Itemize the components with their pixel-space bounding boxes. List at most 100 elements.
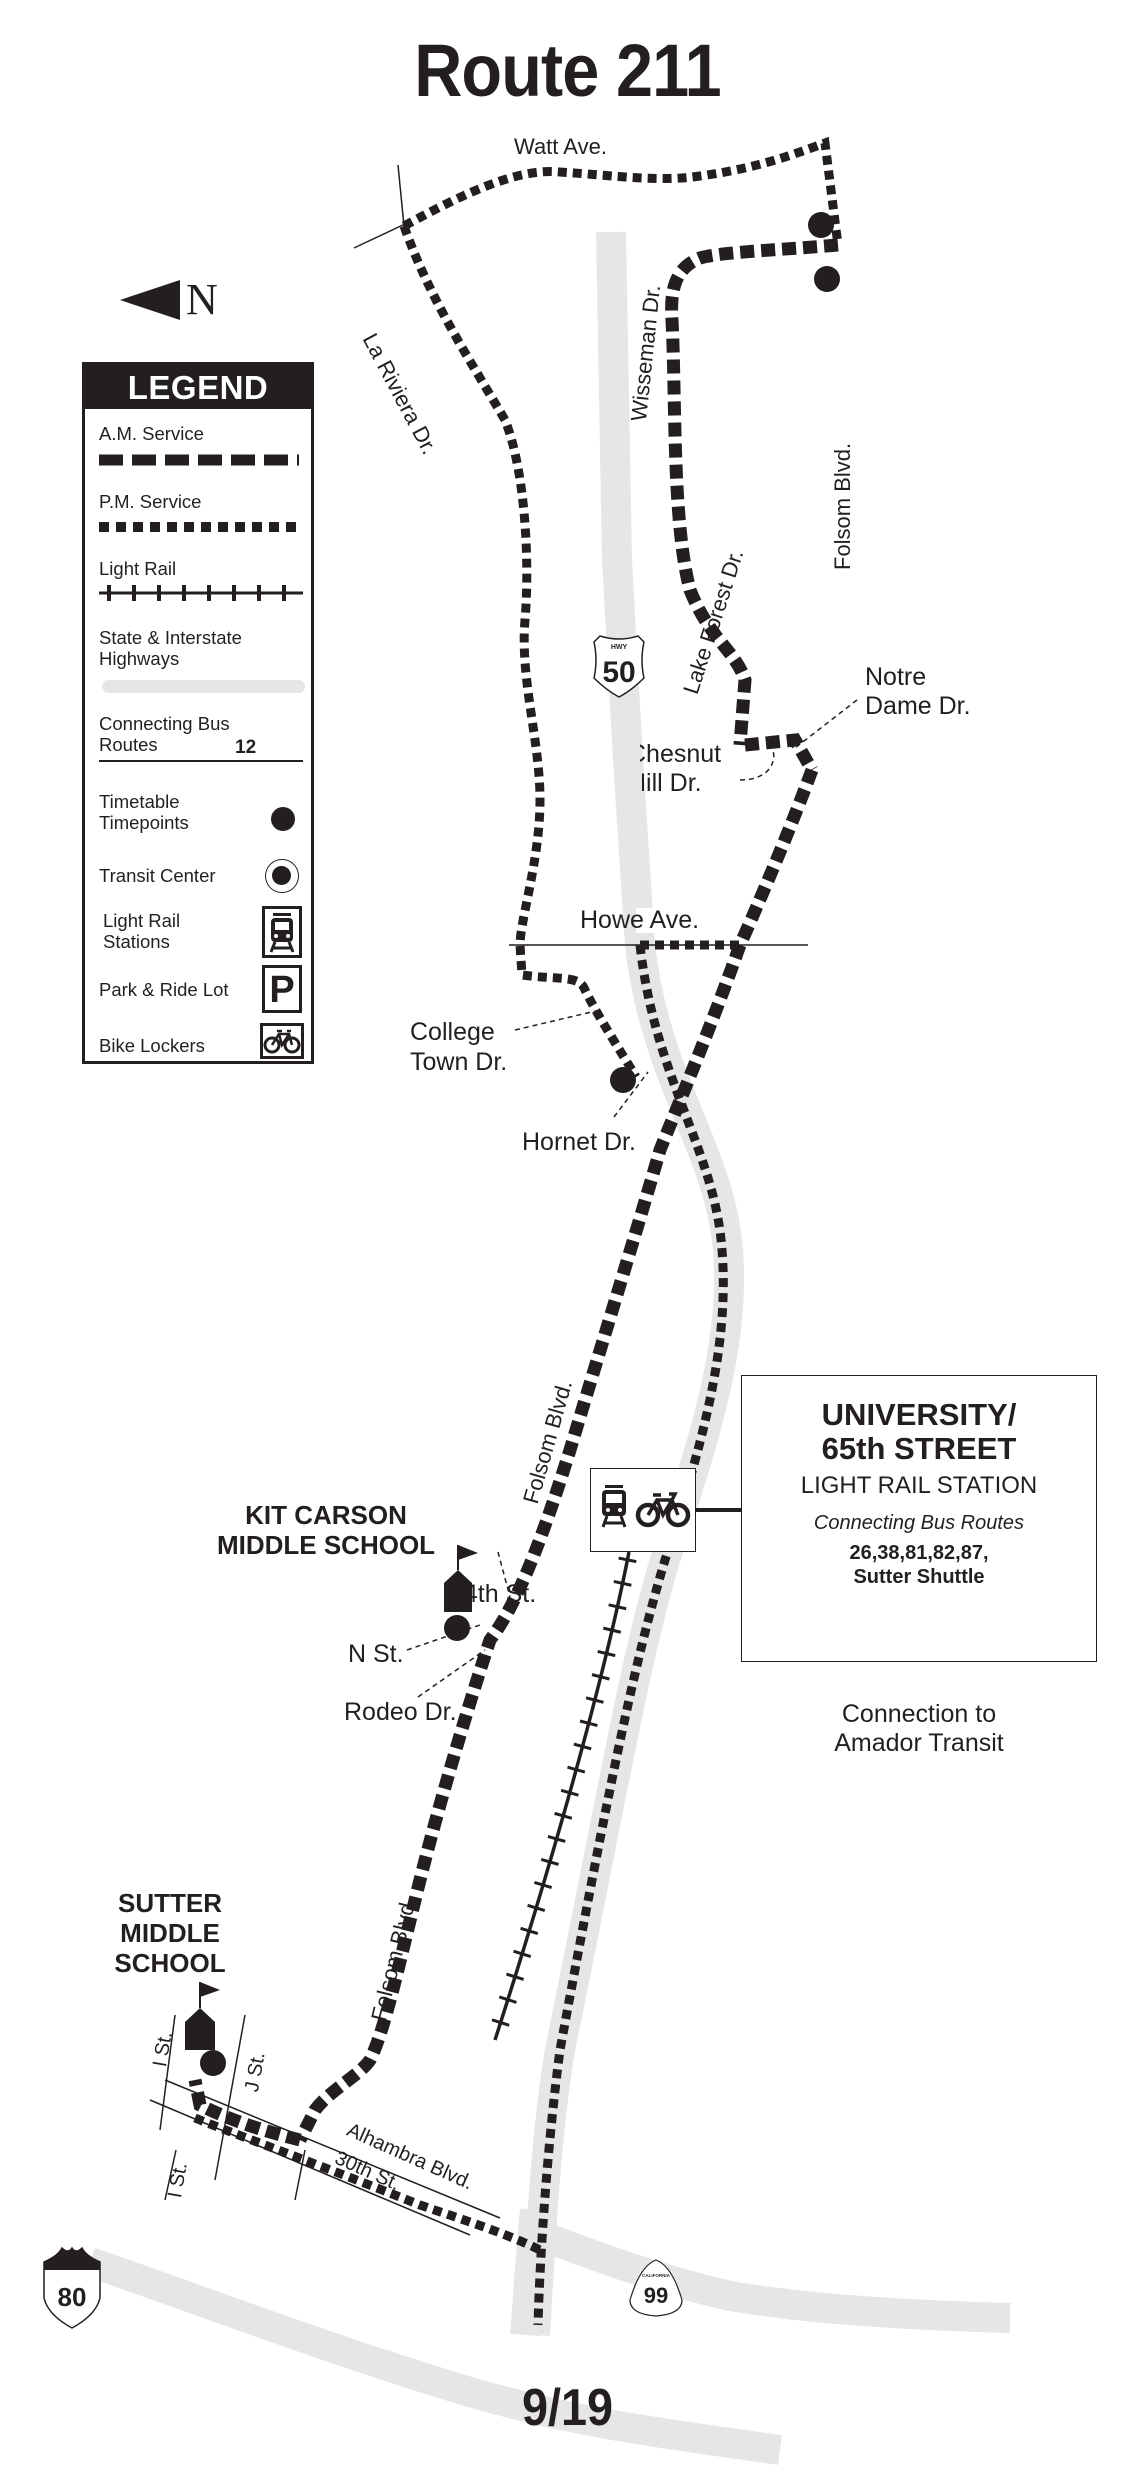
station-info-box: UNIVERSITY/ 65th STREET LIGHT RAIL STATI… bbox=[741, 1375, 1097, 1662]
kit-carson-line-1: KIT CARSON bbox=[245, 1500, 407, 1530]
timepoints bbox=[200, 212, 840, 2076]
label-college-town-2: Town Dr. bbox=[410, 1048, 508, 1076]
timepoint-sutter bbox=[200, 2050, 226, 2076]
timepoint-watt bbox=[808, 212, 834, 238]
north-label: N bbox=[186, 275, 218, 324]
am-service bbox=[188, 238, 839, 2147]
highway-us50 bbox=[520, 231, 745, 2336]
light-rail-tie bbox=[520, 1926, 539, 1935]
street-alhambra bbox=[164, 2079, 501, 2219]
light-rail-tie bbox=[613, 1579, 632, 1587]
station-icons bbox=[590, 1468, 696, 1552]
leader-54th bbox=[497, 1551, 511, 1598]
bike-locker-icon bbox=[260, 1023, 304, 1059]
light-rail-tie bbox=[567, 1765, 586, 1774]
label-sutter-school: SUTTER MIDDLE SCHOOL bbox=[95, 1888, 245, 1978]
street-watt-stub bbox=[353, 223, 406, 249]
label-54th-st: 54th St. bbox=[450, 1580, 537, 1608]
am-route-notre-dame bbox=[744, 733, 818, 774]
label-kit-carson-school: KIT CARSON MIDDLE SCHOOL bbox=[176, 1500, 476, 1560]
transit-center-icon bbox=[265, 859, 299, 893]
page-title: Route 211 bbox=[414, 29, 721, 112]
street-30th bbox=[149, 2099, 471, 2236]
svg-text:80: 80 bbox=[58, 2282, 87, 2312]
kit-carson-line-2: MIDDLE SCHOOL bbox=[216, 1530, 436, 1560]
light-rail-tie bbox=[513, 1949, 532, 1958]
highway-99 bbox=[539, 2222, 1011, 2333]
label-college-town-1: College bbox=[410, 1018, 495, 1046]
light-rail-tie bbox=[602, 1626, 622, 1634]
legend-header: LEGEND bbox=[85, 365, 311, 409]
revision-date: 9/19 bbox=[521, 2379, 614, 2437]
highway-us50-south bbox=[510, 2208, 550, 2337]
connecting-routes-list: 26,38,81,82,87, bbox=[849, 1542, 989, 1564]
street-la-riviera-stub bbox=[397, 164, 405, 227]
light-rail-tie bbox=[533, 1880, 553, 1889]
light-rail-tie bbox=[573, 1742, 592, 1751]
svg-text:HWY: HWY bbox=[611, 644, 628, 651]
light-rail-tie bbox=[597, 1649, 616, 1658]
pm-route-30th bbox=[193, 2113, 543, 2255]
timepoint-folsom-north bbox=[814, 266, 840, 292]
us50-shield: HWY 50 bbox=[593, 635, 645, 698]
station-name-line-1: UNIVERSITY/ bbox=[821, 1397, 1017, 1432]
sutter-line-3: SCHOOL bbox=[114, 1948, 226, 1978]
leader-notre-dame bbox=[794, 699, 858, 749]
light-rail-tie bbox=[554, 1811, 573, 1820]
label-rodeo-dr: Rodeo Dr. bbox=[344, 1698, 457, 1726]
bike-icon bbox=[635, 1492, 691, 1528]
light-rail-station-icon bbox=[262, 906, 302, 958]
legend-item-connecting-routes: Connecting Bus Routes bbox=[99, 713, 230, 755]
light-rail-line-icon bbox=[99, 585, 303, 601]
connecting-routes-label: Connecting Bus Routes bbox=[813, 1512, 1025, 1534]
light-rail-ticks bbox=[491, 1556, 637, 2027]
label-howe-ave: Howe Ave. bbox=[580, 906, 700, 934]
light-rail-tie bbox=[498, 1995, 517, 2004]
label-watt-ave: Watt Ave. bbox=[514, 134, 607, 159]
pm-route-watt-loop bbox=[401, 136, 843, 246]
legend-item-pm-service: P.M. Service bbox=[99, 491, 202, 512]
park-ride-icon: P bbox=[262, 965, 302, 1013]
station-type: LIGHT RAIL STATION bbox=[800, 1472, 1038, 1499]
pm-route-la-riviera bbox=[399, 224, 640, 1080]
label-notre-dame-2: Dame Dr. bbox=[865, 692, 971, 720]
legend-item-light-rail-stations: Light Rail Stations bbox=[103, 910, 181, 952]
legend-item-highways: State & Interstate Highways bbox=[99, 627, 242, 669]
highway-i80 bbox=[85, 2247, 783, 2465]
pm-service-line-icon bbox=[99, 522, 299, 532]
am-route-wisseman bbox=[665, 238, 839, 746]
legend-item-am-service: A.M. Service bbox=[99, 423, 204, 444]
legend: LEGEND A.M. Service P.M. Service Light R… bbox=[82, 362, 314, 1064]
pm-service bbox=[193, 136, 843, 2326]
highway-band-icon bbox=[102, 680, 305, 693]
connecting-route-example: 12 bbox=[235, 737, 257, 758]
label-n-st: N St. bbox=[348, 1640, 404, 1668]
light-rail-tie bbox=[547, 1834, 566, 1843]
leader-rodeo bbox=[417, 1649, 486, 1698]
svg-text:99: 99 bbox=[644, 2283, 668, 2308]
legend-item-transit-center: Transit Center bbox=[99, 865, 216, 886]
timepoint-dot-icon bbox=[271, 807, 295, 831]
light-rail-tie bbox=[591, 1673, 610, 1681]
street-30th-cross bbox=[294, 2149, 306, 2201]
light-rail-tie bbox=[491, 2018, 510, 2027]
label-chesnut-2: Hill Dr. bbox=[628, 769, 702, 797]
legend-item-light-rail: Light Rail bbox=[99, 558, 177, 579]
light-rail-tie bbox=[618, 1556, 637, 1564]
label-chesnut-1: Chesnut bbox=[628, 740, 722, 768]
legend-item-park-ride: Park & Ride Lot bbox=[99, 979, 229, 1000]
light-rail-tie bbox=[527, 1903, 546, 1912]
amador-line-1: Connection to bbox=[841, 1700, 997, 1728]
street-i-st-lower bbox=[164, 2149, 177, 2201]
label-notre-dame-1: Notre bbox=[865, 663, 927, 691]
connecting-route-line-icon bbox=[99, 760, 303, 762]
connecting-routes-shuttle: Sutter Shuttle bbox=[853, 1566, 985, 1588]
amador-line-2: Amador Transit bbox=[834, 1729, 1004, 1757]
light-rail-station-icon bbox=[601, 1485, 627, 1528]
street-j-st bbox=[214, 2014, 246, 2181]
streets bbox=[149, 164, 808, 2236]
timepoint-kit-carson bbox=[444, 1615, 470, 1641]
pm-route-hwy-side bbox=[533, 944, 728, 2326]
timepoint-hornet bbox=[610, 1067, 636, 1093]
